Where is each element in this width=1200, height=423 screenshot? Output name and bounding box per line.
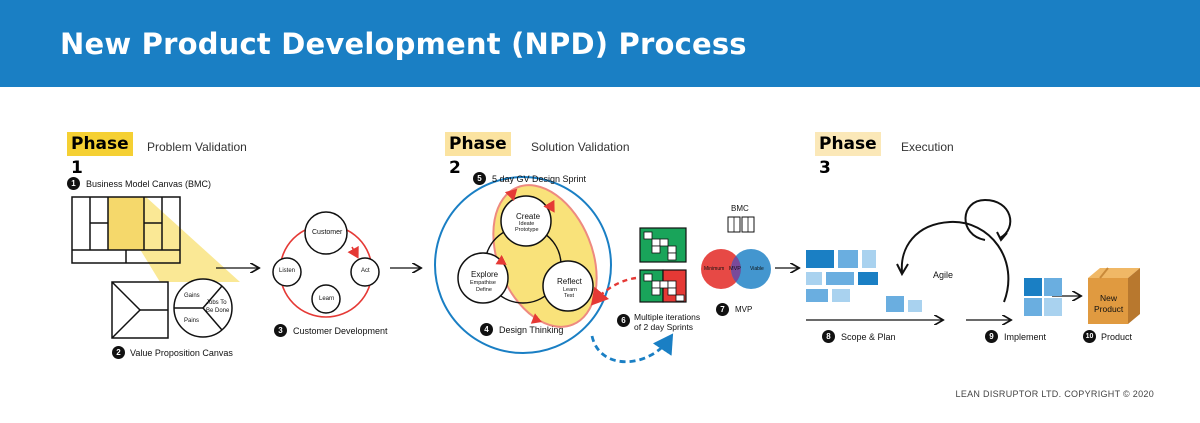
phase-3-tag: Phase 3: [815, 132, 881, 178]
step-7-badge: 7: [716, 303, 729, 316]
product-box: [1088, 267, 1140, 324]
step-9-label: Implement: [1004, 332, 1047, 342]
vpc-canvas: [111, 278, 233, 339]
custdev-learn: Learn: [319, 296, 335, 302]
phase-2-name: Solution Validation: [531, 140, 630, 154]
mvp-minimum: Minimum: [704, 266, 725, 272]
step-2-badge: 2: [112, 346, 125, 359]
page-title: New Product Development (NPD) Process: [60, 27, 747, 61]
agile-loop: [896, 198, 1012, 303]
scope-plan-blocks: [806, 250, 922, 312]
iteration-arrow-red: [590, 276, 637, 306]
bmc-canvas: [71, 196, 240, 282]
vpc-jobs-line1: Jobs To: [206, 300, 227, 306]
step-10-badge: 10: [1083, 330, 1096, 343]
custdev-customer: Customer: [312, 229, 343, 236]
step-4-badge: 4: [480, 323, 493, 336]
dt-reflect-sub2: Test: [564, 293, 575, 299]
vpc-jobs-line2: Be Done: [206, 308, 230, 314]
step-5-label: 5 day GV Design Sprint: [492, 174, 587, 184]
agile-label: Agile: [933, 270, 954, 280]
step-3-label: Customer Development: [293, 326, 388, 336]
phase-2-tag: Phase 2: [445, 132, 511, 178]
sprint-grid-red-green: [639, 269, 687, 303]
step-9-badge: 9: [985, 330, 998, 343]
product-label-line2: Product: [1094, 304, 1124, 314]
step-1-label: Business Model Canvas (BMC): [86, 179, 212, 189]
step-6-badge: 6: [617, 314, 630, 327]
step-8-label: Scope & Plan: [841, 332, 896, 342]
step-3-badge: 3: [274, 324, 287, 337]
design-sprint-diagram: [434, 176, 612, 354]
dt-explore: Explore: [471, 270, 499, 279]
step-10-label: Product: [1101, 332, 1133, 342]
dt-explore-sub2: Define: [476, 287, 492, 293]
phase-1-name: Problem Validation: [147, 140, 247, 154]
dt-create-sub2: Prototype: [515, 227, 539, 233]
custdev-act: Act: [361, 268, 370, 274]
step-8-badge: 8: [822, 330, 835, 343]
customer-dev-loop: [272, 211, 380, 318]
mvp-viable: Viable: [750, 266, 764, 272]
phase-1-tag: Phase 1: [67, 132, 133, 178]
step-1-badge: 1: [67, 177, 80, 190]
header-banner: New Product Development (NPD) Process: [0, 0, 1200, 87]
dt-reflect: Reflect: [557, 277, 582, 286]
product-label-line1: New: [1100, 293, 1118, 303]
step-4-label: Design Thinking: [499, 325, 564, 335]
mvp-bmc-label: BMC: [731, 204, 749, 213]
vpc-pains: Pains: [184, 318, 200, 324]
step-7-label: MVP: [735, 305, 753, 314]
step-6-label-line2: of 2 day Sprints: [634, 322, 694, 332]
vpc-gains: Gains: [184, 293, 200, 299]
dt-reflect-sub1: Learn: [563, 287, 578, 293]
bmc-value-prop-block: [108, 197, 144, 250]
phase-3-name: Execution: [901, 140, 954, 154]
step-6-label-line1: Multiple iterations: [634, 312, 701, 322]
iteration-arrow-blue: [590, 333, 674, 364]
implement-blocks: [1024, 278, 1062, 316]
step-2-label: Value Proposition Canvas: [130, 348, 233, 358]
custdev-listen: Listen: [279, 268, 296, 274]
copyright: LEAN DISRUPTOR LTD. COPYRIGHT © 2020: [955, 389, 1154, 399]
dt-explore-sub1: Empathise: [470, 280, 496, 286]
dt-create: Create: [516, 212, 541, 221]
mvp-venn: [701, 216, 771, 289]
mvp-center: MVP: [729, 266, 741, 272]
sprint-grid-green: [639, 227, 687, 263]
step-5-badge: 5: [473, 172, 486, 185]
dt-create-sub1: Ideate: [519, 221, 535, 227]
